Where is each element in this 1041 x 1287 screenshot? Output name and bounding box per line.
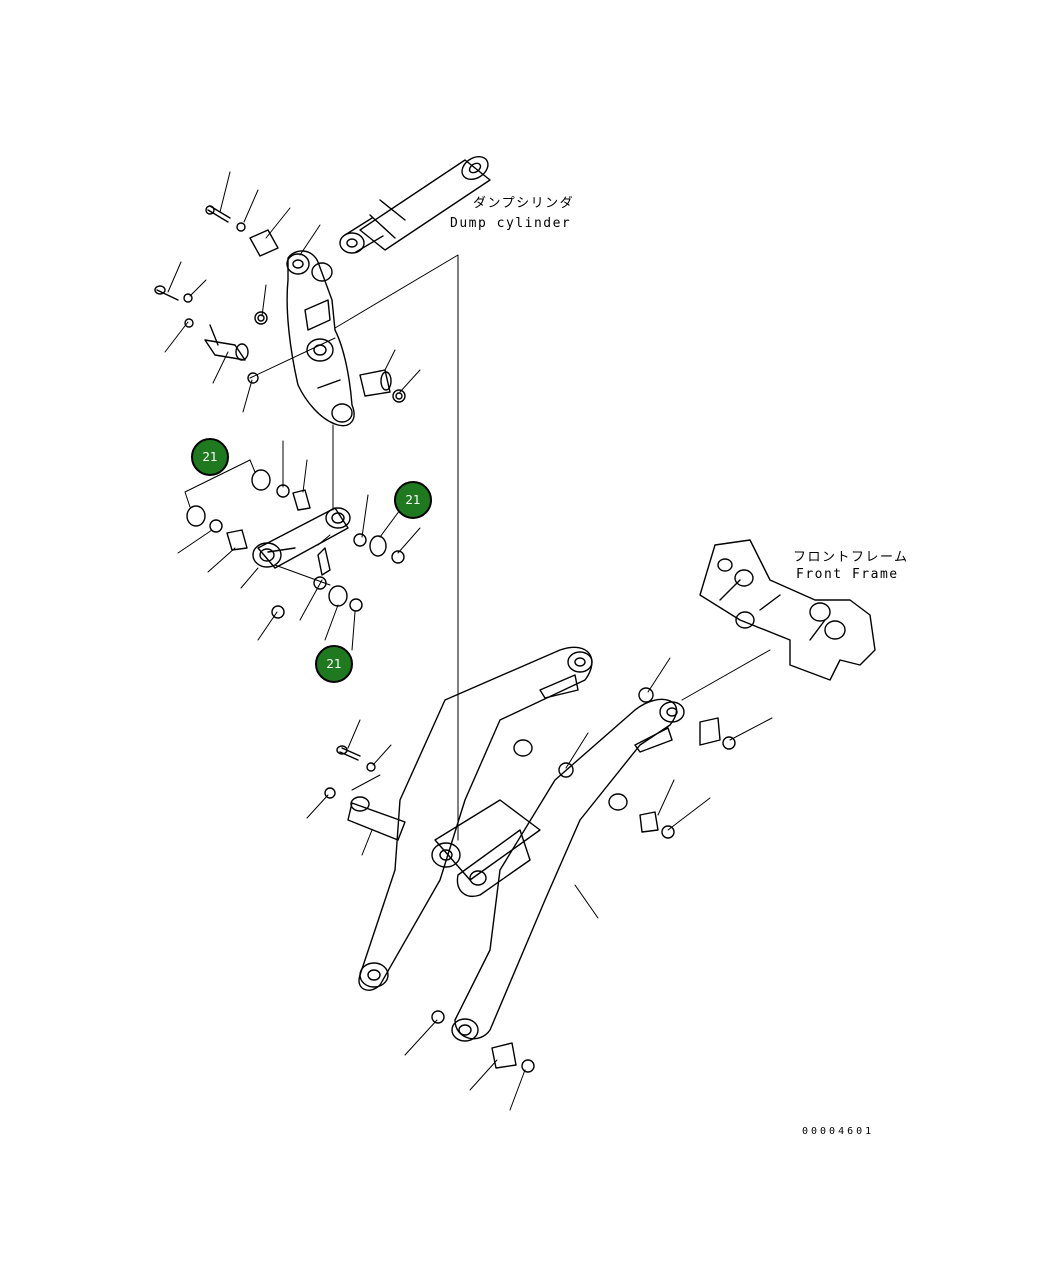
callout-21[interactable]: 21 <box>394 481 432 519</box>
front-frame-label-en: Front Frame <box>796 567 899 582</box>
link-rod <box>252 507 351 569</box>
leader-lines <box>164 171 773 1111</box>
drawing-code: 00004601 <box>802 1126 875 1137</box>
front-frame-label-jp: フロントフレーム <box>793 550 909 565</box>
callout-21[interactable]: 21 <box>191 438 229 476</box>
boom-arm <box>358 646 685 1042</box>
front-frame <box>699 539 876 681</box>
dump-cylinder-label-en: Dump cylinder <box>450 216 572 231</box>
dump-cylinder <box>339 155 491 254</box>
small-parts <box>154 205 736 1073</box>
callout-21[interactable]: 21 <box>315 645 353 683</box>
dump-cylinder-label-jp: ダンプシリンダ <box>473 196 575 211</box>
bell-crank <box>286 250 355 427</box>
